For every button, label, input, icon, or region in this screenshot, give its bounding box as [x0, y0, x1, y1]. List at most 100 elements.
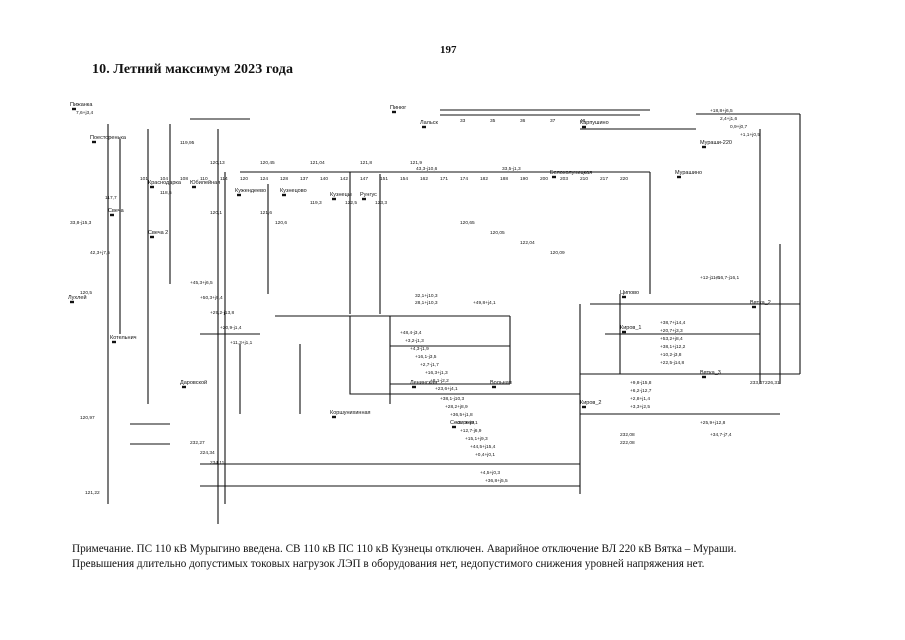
note-line-2: Превышения длительно допустимых токовых …: [72, 558, 705, 570]
line-number-label: 36: [520, 118, 526, 124]
voltage-label: 120,09: [550, 250, 565, 256]
substation-label: Рунгус: [360, 192, 377, 198]
voltage-label: 121,9: [410, 160, 422, 166]
page-number: 197: [440, 44, 457, 56]
substation-node: [192, 185, 196, 189]
voltage-label: 120,13: [210, 160, 225, 166]
power-flow-label: +0,4+j0,1: [475, 452, 495, 458]
substation-node: [332, 197, 336, 201]
power-flow-label: +15,1+j9,3: [465, 436, 488, 442]
power-flow-label: +11,3+j1,1: [230, 340, 253, 346]
substation-node: [412, 385, 416, 389]
substation-node: [752, 305, 756, 309]
substation-node: [582, 405, 586, 409]
substation-label: Вятка_3: [700, 370, 721, 376]
power-flow-label: +3,3+j2,5: [630, 404, 650, 410]
substation-label: Ципово: [620, 290, 639, 296]
line-number-label: 137: [300, 176, 308, 182]
line-number-label: 124: [260, 176, 268, 182]
substation-label: Краснодарка: [148, 180, 182, 186]
substation-label: Котельнич: [110, 335, 137, 341]
power-flow-label: +4,3-j1,9: [410, 346, 429, 352]
power-flow-label: +23,6+j4,1: [435, 386, 458, 392]
substation-label: Свеча: [108, 208, 125, 214]
power-flow-label: +44,5+j15,4: [470, 444, 496, 450]
voltage-label: 120,5: [80, 290, 92, 296]
line-number-label: 101: [140, 176, 148, 182]
substation-node: [72, 107, 76, 111]
substation-label: Лухлей: [68, 294, 87, 301]
substation-node: [582, 125, 586, 129]
voltage-label: 232,08: [620, 432, 635, 438]
line-number-label: 104: [160, 176, 168, 182]
substation-label: Вольная: [490, 380, 512, 386]
substation-node: [182, 385, 186, 389]
power-flow-label: +22,5-j14,8: [660, 360, 684, 366]
line-number-label: 220: [620, 176, 628, 182]
power-flow-label: 7,6+j3,4: [76, 110, 94, 116]
substation-label: Карпушино: [580, 120, 609, 126]
substation-node: [70, 300, 74, 304]
substation-node: [492, 385, 496, 389]
substation-node: [362, 197, 366, 201]
line-number-label: 33: [460, 118, 466, 124]
voltage-label: 121,6: [260, 210, 272, 216]
line-number-label: 188: [500, 176, 508, 182]
note-block: Примечание. ПС 110 кВ Мурыгино введена. …: [72, 542, 852, 572]
note-line-1: Примечание. ПС 110 кВ Мурыгино введена. …: [72, 543, 737, 555]
power-flow-label: +9,8-j15,8: [630, 380, 652, 386]
substation-node: [392, 110, 396, 114]
line-number-label: 142: [340, 176, 348, 182]
line-number-label: 114: [220, 176, 228, 182]
power-flow-label: 32,1+j10,3: [415, 293, 438, 299]
line-number-label: 182: [480, 176, 488, 182]
substation-label: Кузнецово: [280, 188, 307, 194]
voltage-label: 233,47: [750, 380, 765, 386]
substation-label: Пинюг: [390, 105, 406, 111]
transmission-lines: [107, 109, 801, 524]
voltage-label: 119,3: [310, 200, 322, 206]
power-flow-label: +12-j11,5: [700, 275, 720, 281]
voltage-label: 121,22: [85, 490, 100, 496]
power-flow-label: +38,1-j10,3: [440, 396, 464, 402]
voltage-label: 117,7: [105, 195, 117, 201]
voltage-label: 122,04: [520, 240, 535, 246]
line-number-label: 108: [180, 176, 188, 182]
substation-label: Киров_1: [620, 325, 641, 331]
voltage-label: 120,6: [275, 220, 287, 226]
voltage-label: 234,11: [210, 460, 225, 466]
substation-label: Ленинская: [410, 380, 437, 386]
power-flow-label: +34,7-j7,4: [710, 432, 732, 438]
substation-label: Кузнецы: [330, 192, 352, 198]
voltage-label: 226,31: [765, 380, 780, 386]
voltage-label: 118,5: [160, 190, 172, 196]
substation-node: [237, 193, 241, 197]
substation-label: Коршунихинная: [330, 410, 371, 416]
power-flow-label: 43,3-j10,6: [416, 166, 438, 172]
power-flow-label: +36,8+j5,5: [485, 478, 508, 484]
power-flow-label: 33,5-j1,3: [502, 166, 521, 172]
power-flow-label: +16,1-j3,5: [415, 354, 437, 360]
power-flow-label: 33,8-j15,3: [70, 220, 92, 226]
power-network-scheme: ПижанкаПоесторенькаЛухлейСвечаКраснодарк…: [68, 102, 801, 524]
power-flow-label: +2,7-j1,7: [420, 362, 439, 368]
substation-node: [677, 175, 681, 179]
line-number-label: 217: [600, 176, 608, 182]
power-flow-label: +48,4-j3,4: [400, 330, 422, 336]
voltage-label: 120,65: [460, 220, 475, 226]
line-number-label: 128: [280, 176, 288, 182]
power-flow-label: 0,9+j0,7: [730, 124, 748, 130]
power-flow-label: +2,8+j1,4: [630, 396, 650, 402]
power-flow-label: +38,7+j14,4: [660, 320, 686, 326]
line-number-label: 147: [360, 176, 368, 182]
voltage-label: 122,5: [345, 200, 357, 206]
power-flow-label: +10,2-j3,8: [660, 352, 682, 358]
line-number-label: 154: [400, 176, 408, 182]
substation-label: Белохолуницкая: [550, 170, 592, 176]
power-flow-label: +16,7-j16,1: [715, 275, 739, 281]
power-flow-label: +20,9-j1,4: [220, 325, 242, 331]
power-flow-label: +45,3+j6,5: [190, 280, 213, 286]
voltage-label: 121,8: [360, 160, 372, 166]
power-flow-label: +53,2+j8,4: [660, 336, 683, 342]
voltage-label: 224,34: [200, 450, 215, 456]
